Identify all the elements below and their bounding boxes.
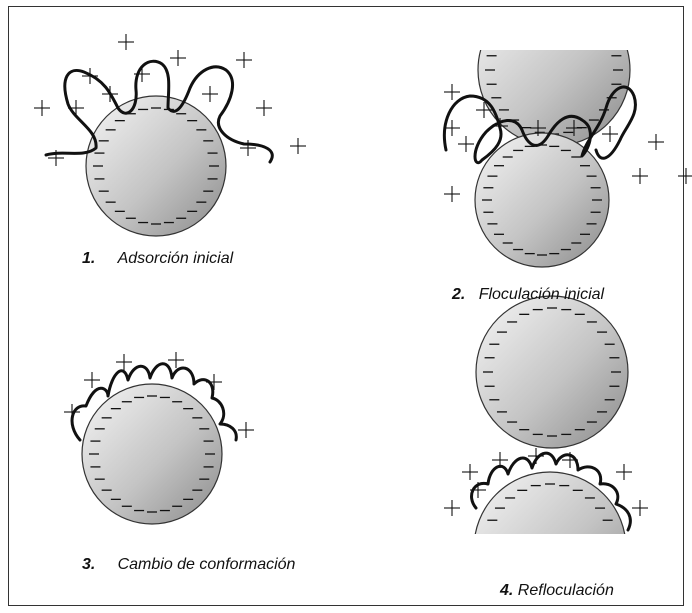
particle-bottom: [475, 133, 609, 267]
positive-charge: [68, 100, 84, 116]
positive-charge: [256, 100, 272, 116]
panel-reflocculation: [444, 296, 648, 613]
positive-charge: [102, 86, 118, 102]
panel-conformation-change: [64, 352, 254, 524]
positive-charge: [236, 52, 252, 68]
positive-charge: [444, 186, 460, 202]
caption-text: Refloculación: [518, 582, 614, 599]
positive-charge: [206, 374, 222, 390]
positive-charge: [118, 34, 134, 50]
positive-charge: [602, 126, 618, 142]
positive-charge: [632, 168, 648, 184]
panel-adsorption-initial: [34, 34, 306, 236]
positive-charge: [34, 100, 50, 116]
positive-charge: [84, 372, 100, 388]
positive-charge: [632, 500, 648, 516]
positive-charge: [170, 50, 186, 66]
positive-charge: [616, 464, 632, 480]
caption-number: 3.: [82, 556, 95, 573]
caption-number: 4.: [500, 582, 513, 599]
particle: [82, 384, 222, 524]
particle-top: [476, 296, 628, 448]
caption-reflocculation: 4. Refloculación: [500, 582, 614, 600]
positive-charge: [678, 168, 692, 184]
caption-number: 1.: [82, 250, 95, 267]
positive-charge: [648, 134, 664, 150]
positive-charge: [462, 464, 478, 480]
positive-charge: [444, 84, 460, 100]
positive-charge: [492, 452, 508, 468]
positive-charge: [444, 500, 460, 516]
panel-flocculation-initial: [444, 0, 692, 267]
caption-text: Cambio de conformación: [118, 556, 296, 573]
positive-charge: [238, 422, 254, 438]
particle: [86, 96, 226, 236]
caption-text: Adsorción inicial: [118, 250, 234, 267]
caption-flocculation-initial: 2. Floculación inicial: [452, 286, 604, 304]
positive-charge: [116, 354, 132, 370]
positive-charge: [202, 86, 218, 102]
particle-top: [478, 0, 630, 146]
positive-charge: [458, 136, 474, 152]
caption-adsorption-initial: 1. Adsorción inicial: [82, 250, 233, 268]
caption-number: 2.: [452, 286, 465, 303]
positive-charge: [82, 68, 98, 84]
positive-charge: [290, 138, 306, 154]
caption-text: Floculación inicial: [479, 286, 604, 303]
caption-conformation-change: 3. Cambio de conformación: [82, 556, 295, 574]
positive-charge: [168, 352, 184, 368]
